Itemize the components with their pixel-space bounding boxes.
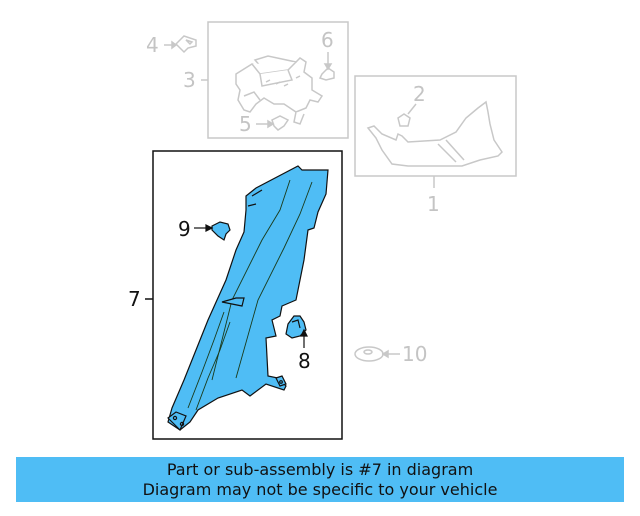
clip-part-2-icon[interactable] [397,103,417,127]
banner-line-1: Part or sub-assembly is #7 in diagram [166,460,474,479]
callout-8[interactable]: 8 [298,349,311,373]
assembly-7-group [145,150,343,440]
pillar-trim-part-7-icon[interactable] [167,165,329,432]
bracket-part-icon[interactable] [235,55,324,125]
callout-2[interactable]: 2 [413,82,426,106]
callout-7[interactable]: 7 [128,287,141,311]
trim-part-1-icon[interactable] [366,100,503,167]
clip-part-8-icon[interactable] [285,315,308,348]
callout-1[interactable]: 1 [427,192,440,216]
assembly-7-box [152,150,343,440]
callout-3[interactable]: 3 [183,68,196,92]
assembly-3-group [164,21,349,139]
info-banner: Part or sub-assembly is #7 in diagram Di… [16,457,624,502]
clip-part-5-icon[interactable] [256,115,290,131]
clip-part-4-icon[interactable] [164,35,197,54]
clip-part-9-icon[interactable] [194,221,231,241]
callout-4[interactable]: 4 [146,33,159,57]
clip-part-6-icon[interactable] [318,52,335,81]
assembly-1-group [354,75,517,188]
callout-5[interactable]: 5 [239,112,252,136]
grommet-part-10-icon[interactable] [354,346,400,362]
callout-10[interactable]: 10 [402,342,428,366]
callout-6[interactable]: 6 [321,28,334,52]
assembly-1-box [354,75,517,177]
banner-line-2: Diagram may not be specific to your vehi… [142,480,498,499]
callout-9[interactable]: 9 [178,217,191,241]
